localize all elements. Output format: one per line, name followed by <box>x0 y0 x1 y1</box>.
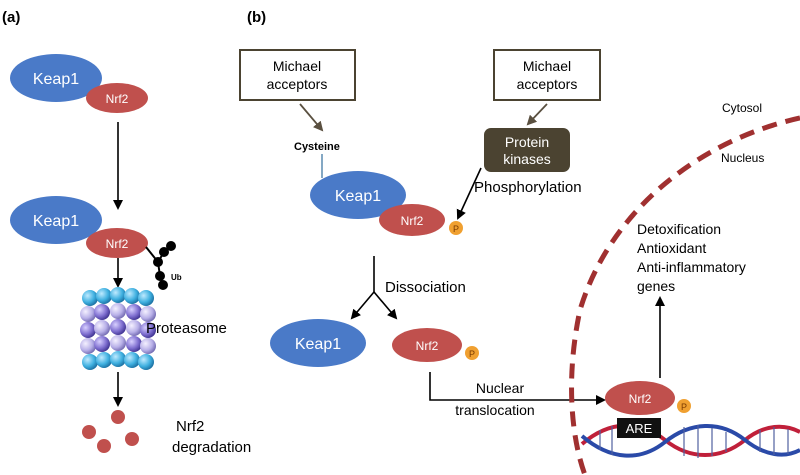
degraded-nrf2-fragments-icon <box>82 410 139 453</box>
arrow-kinase-to-nrf2 <box>456 167 482 220</box>
cysteine-label: Cysteine <box>294 141 340 153</box>
dissociation-label: Dissociation <box>385 279 466 296</box>
michael-acceptors-left-box <box>239 49 356 101</box>
phospho-bound-icon <box>449 221 463 235</box>
ubiquitin-chain-icon <box>145 241 176 290</box>
degradation-line1: Nrf2 <box>176 418 204 435</box>
nucleus-label: Nucleus <box>721 151 764 165</box>
phospho-nucleus-icon <box>677 399 691 413</box>
panel-a: (a) Keap1 Nrf2 Keap1 Nrf2 Ub <box>2 9 251 456</box>
arrow-michael-to-kinases <box>526 103 548 126</box>
michael-acceptors-right-box <box>493 49 601 101</box>
panel-a-label: (a) <box>2 9 20 26</box>
keap1-mid-shape <box>10 196 102 244</box>
phospho-free-label: P <box>469 349 475 359</box>
proteasome-label: Proteasome <box>146 320 227 337</box>
arrow-dissociation-right <box>373 291 398 320</box>
nrf2-mid-label: Nrf2 <box>106 237 129 251</box>
phosphorylation-label: Phosphorylation <box>474 179 582 196</box>
phospho-nucleus-label: P <box>681 402 687 412</box>
genes-line3: Anti-inflammatory <box>637 259 746 275</box>
nrf2-bound-shape <box>379 204 445 236</box>
panel-b: (b) Michael acceptors Michael acceptors … <box>239 9 800 475</box>
panel-b-label: (b) <box>247 9 266 26</box>
ub-label: Ub <box>171 273 182 282</box>
arrow-dissociation-left <box>350 291 375 320</box>
keap1-free-shape <box>270 319 366 367</box>
nuclear-membrane <box>569 115 800 475</box>
nuclear-line2: translocation <box>455 402 534 418</box>
nrf2-mid-shape <box>86 228 148 258</box>
nrf2-free-shape <box>392 328 462 362</box>
cytosol-label: Cytosol <box>722 101 762 115</box>
dna-helix-icon <box>580 423 800 458</box>
degradation-line2: degradation <box>172 439 251 456</box>
protein-kinases-box <box>484 128 570 172</box>
nrf2-nucleus-shape <box>605 381 675 415</box>
are-box <box>617 418 661 438</box>
genes-line4: genes <box>637 278 675 294</box>
phospho-free-icon <box>465 346 479 360</box>
kinase-line1: Protein <box>505 134 549 150</box>
keap1-top-label: Keap1 <box>33 71 79 88</box>
keap1-mid-label: Keap1 <box>33 213 79 230</box>
arrow-nuclear-translocation <box>429 372 606 405</box>
genes-line2: Antioxidant <box>637 240 706 256</box>
keap1-free-label: Keap1 <box>295 336 341 353</box>
michael-left-line2: acceptors <box>267 76 328 92</box>
keap1-top-shape <box>10 54 102 102</box>
nrf2-nucleus-label: Nrf2 <box>629 392 652 406</box>
michael-right-line1: Michael <box>523 58 571 74</box>
kinase-line2: kinases <box>503 151 550 167</box>
nuclear-line1: Nuclear <box>476 380 525 396</box>
arrow-michael-to-cysteine <box>299 103 324 132</box>
proteasome-icon <box>80 287 156 370</box>
keap1-bound-label: Keap1 <box>335 188 381 205</box>
nrf2-free-label: Nrf2 <box>416 339 439 353</box>
keap1-bound-shape <box>310 171 406 219</box>
nrf2-top-label: Nrf2 <box>106 92 129 106</box>
nrf2-bound-label: Nrf2 <box>401 214 424 228</box>
genes-line1: Detoxification <box>637 221 721 237</box>
are-label: ARE <box>626 421 653 436</box>
nrf2-top-shape <box>86 83 148 113</box>
michael-right-line2: acceptors <box>517 76 578 92</box>
phospho-bound-label: P <box>453 224 459 234</box>
michael-left-line1: Michael <box>273 58 321 74</box>
